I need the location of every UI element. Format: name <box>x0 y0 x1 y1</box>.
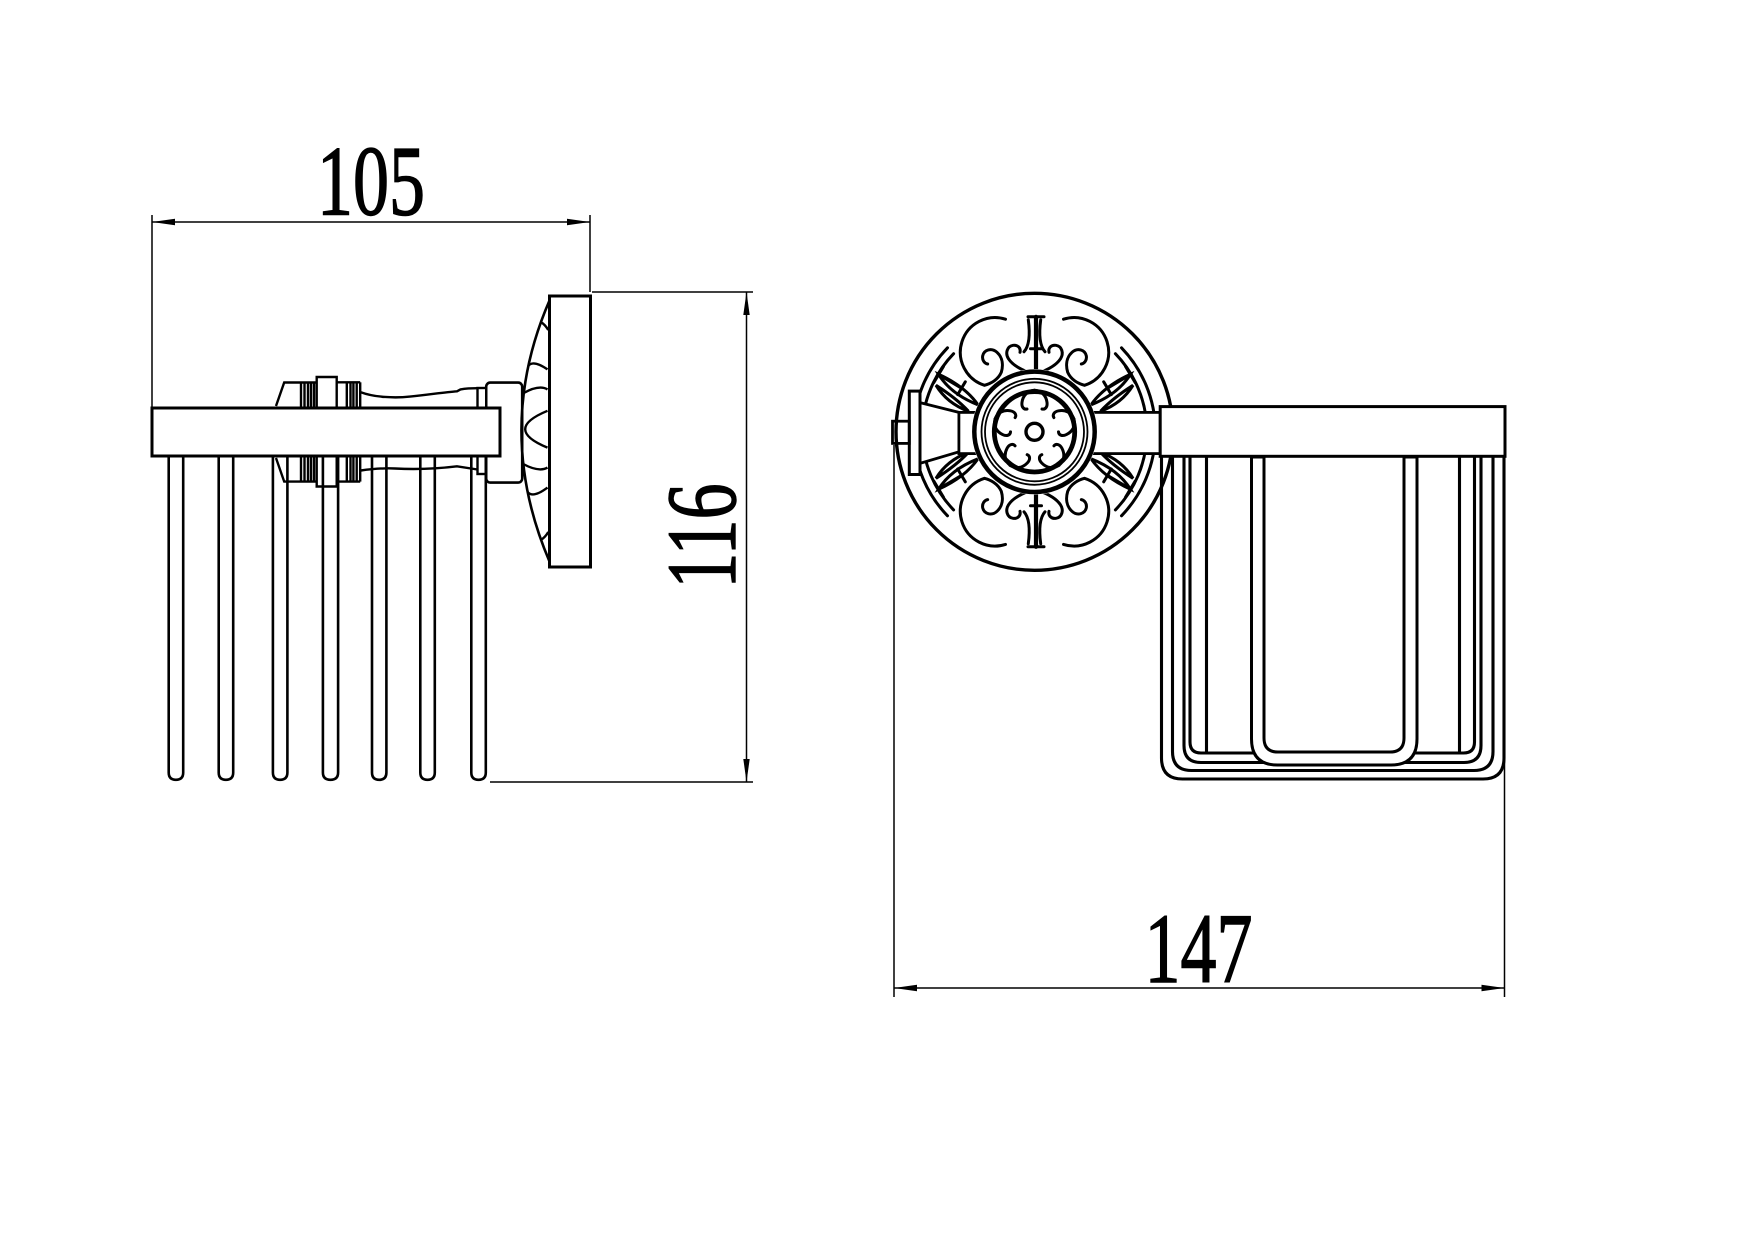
svg-text:116: 116 <box>645 483 756 588</box>
svg-text:147: 147 <box>1145 892 1253 1003</box>
svg-text:105: 105 <box>317 125 425 236</box>
